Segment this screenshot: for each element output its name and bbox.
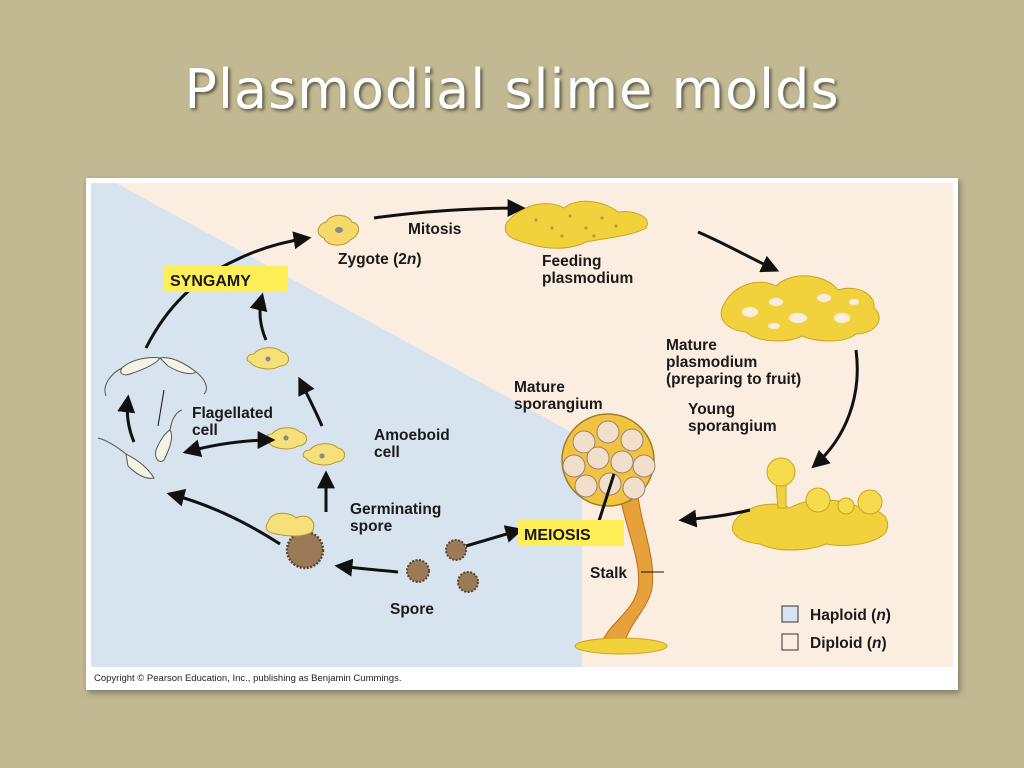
sporangium-spores [562, 420, 656, 500]
label-mitosis: Mitosis [408, 221, 461, 238]
zygote-nucleus [335, 227, 343, 233]
legend-haploid-label: Haploid (n) [810, 607, 891, 624]
reversible-arrow [182, 431, 276, 457]
legend-haploid-swatch [781, 605, 799, 623]
label-stalk: Stalk [590, 565, 627, 582]
legend-diploid-swatch [781, 633, 799, 651]
sporangium-stalk [603, 495, 654, 645]
tag-meiosis: MEIOSIS [524, 527, 591, 544]
tag-syngamy: SYNGAMY [170, 273, 251, 290]
feeding-plasmodium [504, 200, 648, 249]
plasmodium-holes [742, 294, 859, 329]
young-sporangium [766, 457, 796, 487]
spores [406, 539, 479, 593]
germinating-spore [285, 530, 325, 570]
copyright-text: Copyright © Pearson Education, Inc., pub… [94, 673, 401, 684]
label-zygote: Zygote (2n) [338, 251, 422, 268]
legend-diploid-label: Diploid (n) [810, 635, 887, 652]
flagellated-cells [120, 357, 197, 479]
mature-plasmodium [720, 275, 880, 342]
cycle-arrows [117, 199, 859, 577]
label-spore: Spore [390, 601, 434, 618]
plasmodium-nuclei [534, 214, 618, 238]
slide-title: Plasmodial slime molds [184, 58, 840, 121]
